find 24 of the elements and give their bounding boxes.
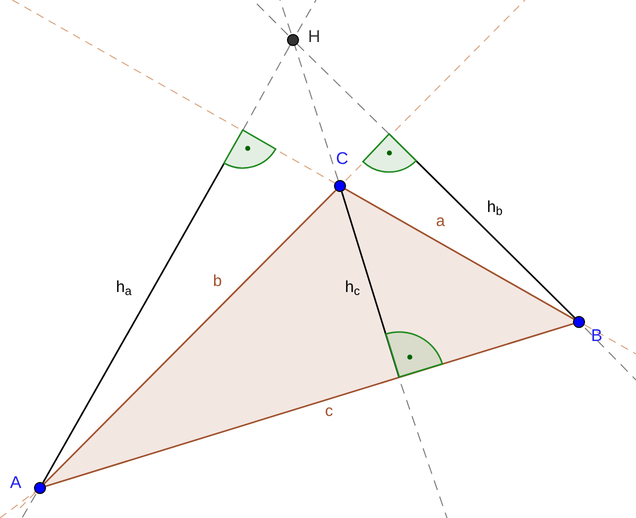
construction-line [294, 45, 339, 181]
edge-label: a [436, 214, 445, 230]
altitude-line [341, 192, 400, 378]
point-marker [34, 482, 46, 494]
point-label: H [308, 28, 320, 45]
right-angle-mark [384, 331, 444, 378]
edge-label: h$_{c}$ [345, 280, 360, 296]
point-label: B [591, 327, 602, 344]
edge-label: c [325, 404, 333, 420]
point-marker [573, 316, 585, 328]
edge-label: b [213, 274, 222, 290]
construction-line [296, 44, 390, 134]
point-marker [334, 180, 346, 192]
point-marker [287, 34, 299, 46]
point-label: C [336, 150, 348, 167]
triangle-side [46, 323, 574, 487]
point-label: A [10, 474, 22, 491]
edge-label: h$_{b}$ [487, 200, 503, 216]
edge-label: h$_{a}$ [116, 280, 132, 296]
right-angle-mark [223, 129, 277, 169]
right-angle-mark [362, 133, 417, 173]
triangle-side [44, 190, 336, 484]
construction-line [242, 44, 291, 130]
triangle-side [344, 188, 574, 320]
